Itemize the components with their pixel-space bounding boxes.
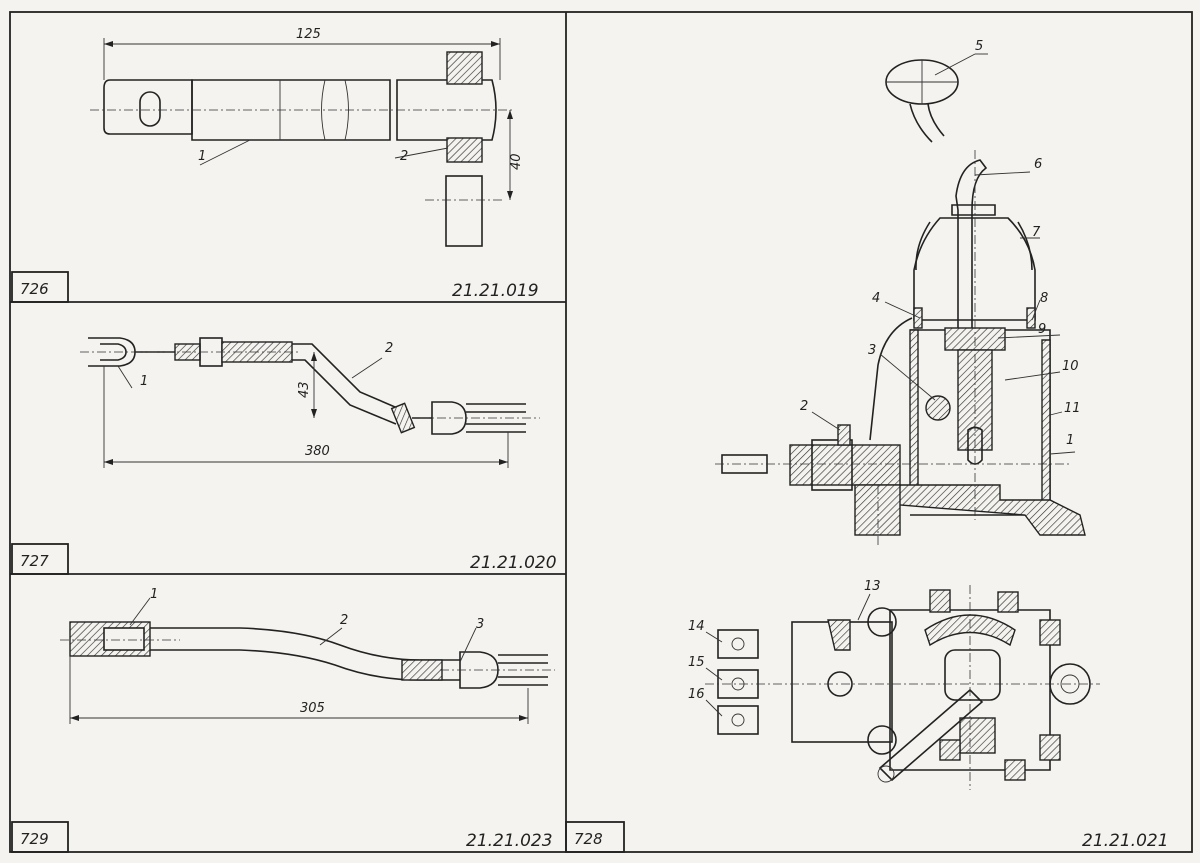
callout-label: 4 [872, 291, 880, 306]
callout-label: 14 [688, 619, 705, 634]
panel-number-box [11, 821, 69, 853]
callout-label: 2 [400, 149, 408, 164]
panel-number: 726 [20, 280, 49, 298]
panel-number: 728 [574, 830, 603, 848]
callout-label: 1 [140, 374, 148, 389]
callout-label: 2 [385, 341, 393, 356]
sheet-frame [9, 11, 1193, 853]
leader-lines [117, 357, 383, 389]
dimension-lines [69, 656, 529, 724]
callout-label: 5 [975, 39, 983, 54]
rod-drawing [60, 621, 555, 689]
callout-label: 11 [1064, 401, 1081, 416]
dimension-label: 305 [300, 701, 325, 716]
drawing-code: 21.21.020 [470, 553, 557, 573]
shift-mechanism-plan-view [705, 585, 1100, 790]
callout-label: 3 [476, 617, 484, 632]
panel-728: 5 6 7 4 8 9 3 10 11 2 1 13 14 15 16 728 … [565, 39, 1169, 853]
callout-label: 7 [1032, 225, 1041, 240]
callout-label: 13 [864, 579, 881, 594]
leader-lines [199, 139, 449, 166]
callout-label: 15 [688, 655, 705, 670]
callout-label: 1 [1066, 433, 1074, 448]
panel-727: 43 380 1 2 727 21.21.020 [11, 337, 557, 575]
shift-mechanism-section [715, 150, 1086, 545]
drawing-code: 21.21.021 [1082, 831, 1169, 851]
panel-726: 125 40 1 2 726 21.21.019 [11, 27, 539, 303]
dimension-label: 40 [509, 153, 524, 170]
drawing-code: 21.21.019 [452, 281, 539, 301]
callout-label: 2 [340, 613, 348, 628]
panel-number-box [11, 271, 69, 303]
callout-label: 8 [1040, 291, 1048, 306]
panel-number: 727 [20, 552, 49, 570]
panel-number-box [11, 543, 69, 575]
dimension-lines [103, 352, 509, 468]
drawing-code: 21.21.023 [466, 831, 553, 851]
callout-label: 1 [150, 587, 158, 602]
callout-label: 2 [800, 399, 808, 414]
dimension-lines [103, 38, 513, 200]
panel-729: 305 1 2 3 729 21.21.023 [11, 587, 555, 853]
gear-lever-knob [885, 59, 959, 143]
callout-label: 9 [1038, 322, 1046, 337]
rod-drawing [80, 337, 540, 435]
callout-label: 6 [1034, 157, 1042, 172]
dimension-label: 43 [297, 381, 312, 398]
callout-label: 16 [688, 687, 705, 702]
shaft-drawing [90, 51, 515, 247]
dimension-label: 380 [305, 444, 330, 459]
leader-lines [129, 597, 477, 663]
panel-number: 729 [20, 830, 49, 848]
callout-label: 10 [1062, 359, 1079, 374]
callout-label: 3 [868, 343, 876, 358]
leader-lines [705, 53, 1076, 717]
dimension-label: 125 [296, 27, 321, 42]
panel-number-box [565, 821, 625, 853]
callout-label: 1 [198, 149, 206, 164]
